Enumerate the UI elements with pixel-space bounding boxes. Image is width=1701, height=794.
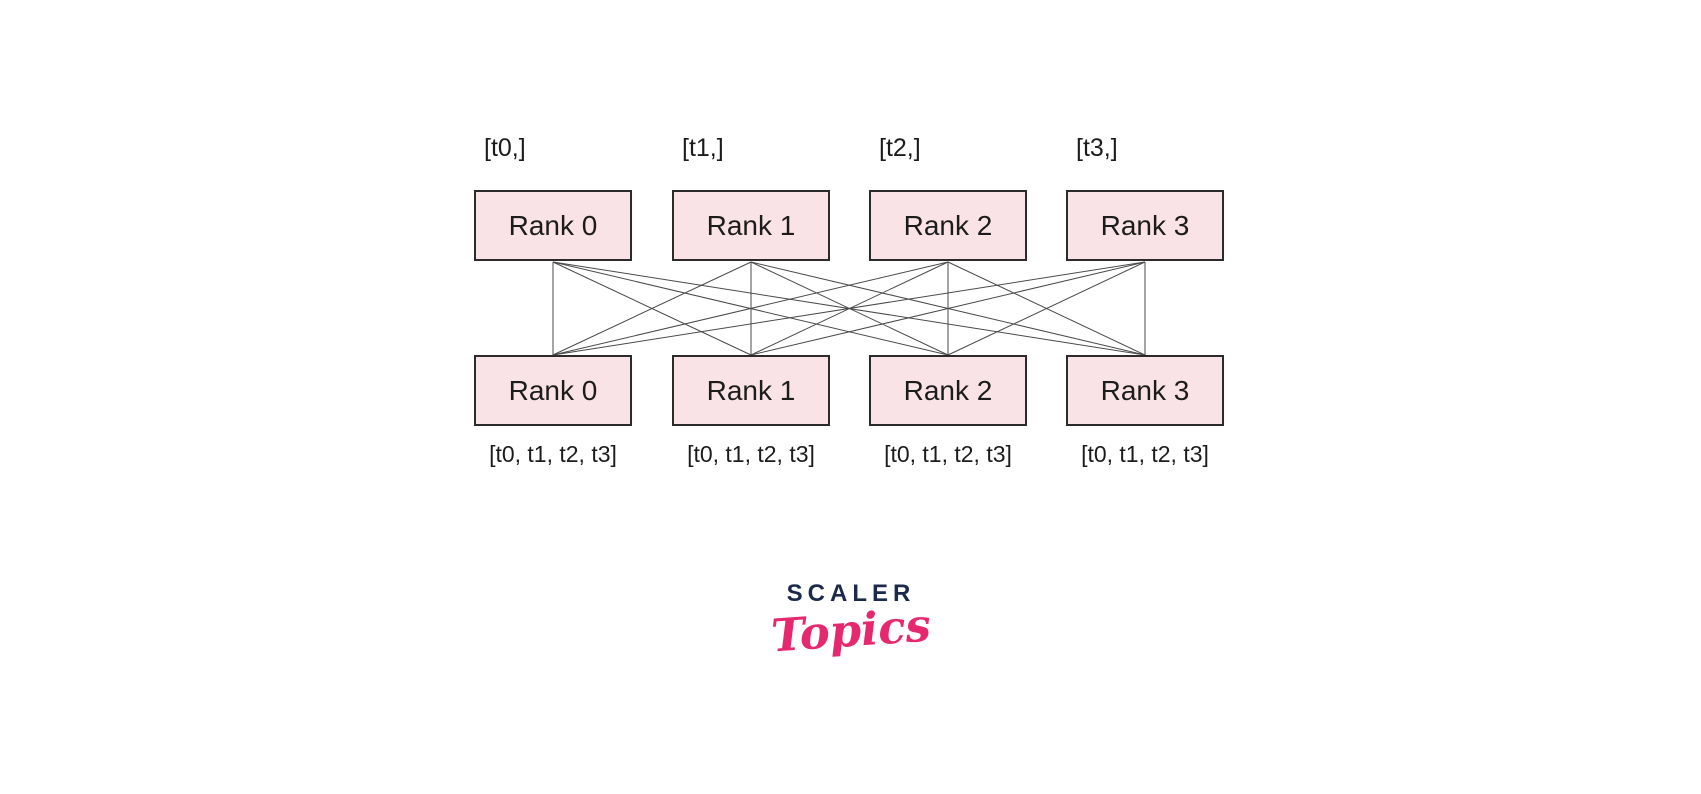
tensor-label-top-3: [t3,] — [1076, 134, 1118, 162]
rank-node-label: Rank 0 — [508, 374, 598, 406]
edge-line — [947, 261, 1146, 356]
rank-node-top-3: Rank 3 — [1066, 190, 1224, 261]
rank-node-top-1: Rank 1 — [672, 190, 830, 261]
tensor-label-bottom-0: [t0, t1, t2, t3] — [489, 441, 617, 467]
edge-line — [552, 261, 949, 356]
scaler-logo-brand: SCALER — [786, 580, 916, 607]
scaler-logo-wordmark: Topics — [769, 598, 933, 663]
rank-node-label: Rank 1 — [706, 374, 796, 406]
rank-node-bottom-2: Rank 2 — [869, 355, 1027, 426]
rank-node-top-2: Rank 2 — [869, 190, 1027, 261]
tensor-label-bottom-2: [t0, t1, t2, t3] — [884, 441, 1012, 467]
scaler-topics-logo: SCALER Topics — [741, 580, 961, 663]
tensor-label-bottom-3: [t0, t1, t2, t3] — [1081, 441, 1209, 467]
tensor-label-top-1: [t1,] — [682, 134, 724, 162]
tensor-label-top-2: [t2,] — [879, 134, 921, 162]
rank-node-bottom-3: Rank 3 — [1066, 355, 1224, 426]
edge-line — [552, 261, 1146, 356]
edge-line — [750, 261, 1146, 356]
rank-node-label: Rank 3 — [1100, 374, 1190, 406]
rank-node-label: Rank 2 — [903, 374, 993, 406]
rank-node-label: Rank 0 — [508, 209, 598, 241]
tensor-label-bottom-1: [t0, t1, t2, t3] — [687, 441, 815, 467]
rank-node-top-0: Rank 0 — [474, 190, 632, 261]
rank-node-label: Rank 3 — [1100, 209, 1190, 241]
edge-line — [552, 261, 752, 356]
rank-node-label: Rank 1 — [706, 209, 796, 241]
rank-node-bottom-1: Rank 1 — [672, 355, 830, 426]
tensor-label-top-0: [t0,] — [484, 134, 526, 162]
rank-node-label: Rank 2 — [903, 209, 993, 241]
rank-node-bottom-0: Rank 0 — [474, 355, 632, 426]
